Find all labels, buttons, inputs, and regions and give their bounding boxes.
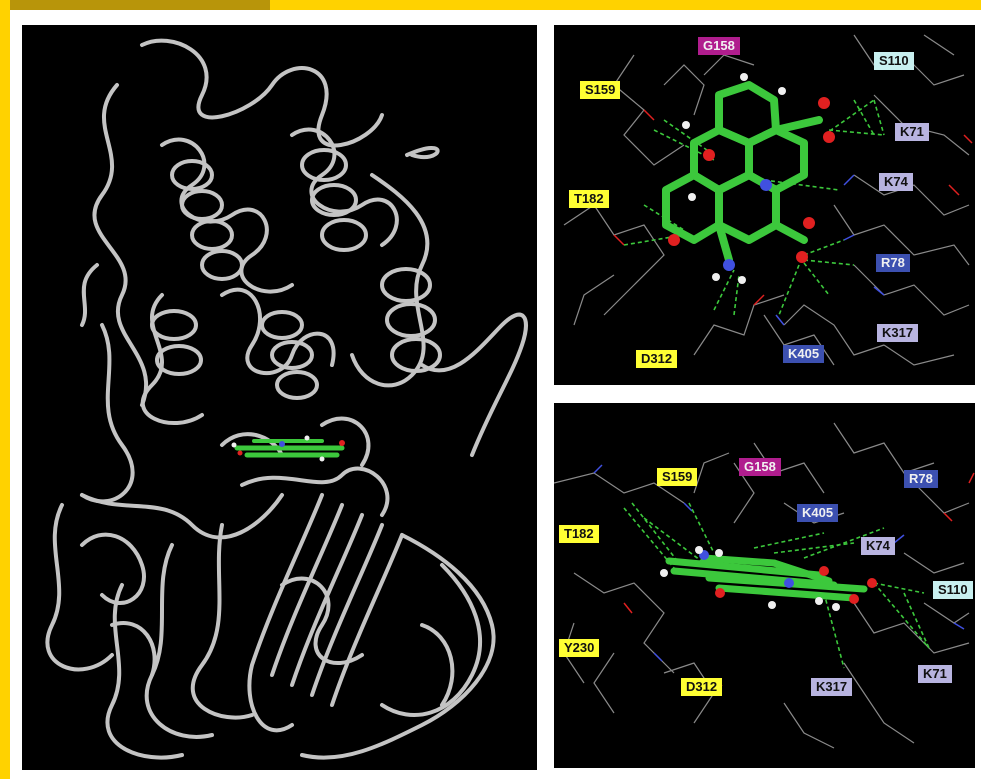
label-t182: T182 (569, 190, 609, 208)
protein-ribbon-image (45, 38, 528, 760)
label-k74: K74 (879, 173, 913, 191)
label-k74: K74 (861, 537, 895, 555)
label-s159: S159 (580, 81, 621, 99)
binding-site-side-view-panel: S159 G158 R78 T182 K405 K74 S110 Y230 D3… (554, 403, 975, 768)
binding-site-top-view-panel: G158 S110 S159 K71 K74 T182 R78 K317 D31… (554, 25, 975, 385)
left-accent-bar (0, 0, 10, 779)
label-g158: G158 (698, 37, 740, 55)
binding-site-side-view-image (554, 422, 975, 749)
label-r78: R78 (904, 470, 938, 488)
ligand-in-protein (231, 435, 345, 462)
label-g158: G158 (739, 458, 781, 476)
label-t182: T182 (559, 525, 599, 543)
label-k317: K317 (811, 678, 853, 696)
label-k405: K405 (797, 504, 839, 522)
label-k317: K317 (877, 324, 919, 342)
protein-overview-panel (22, 25, 537, 770)
label-k405: K405 (783, 345, 825, 363)
top-accent-bar-dark-segment (0, 0, 270, 10)
binding-site-top-view-image (563, 34, 973, 366)
label-s159: S159 (657, 468, 698, 486)
label-k71: K71 (895, 123, 929, 141)
label-d312: D312 (681, 678, 723, 696)
label-r78: R78 (876, 254, 910, 272)
label-s110: S110 (874, 52, 914, 70)
top-accent-bar (0, 0, 981, 10)
label-y230: Y230 (559, 639, 600, 657)
label-s110: S110 (933, 581, 973, 599)
label-d312: D312 (636, 350, 678, 368)
label-k71: K71 (918, 665, 952, 683)
